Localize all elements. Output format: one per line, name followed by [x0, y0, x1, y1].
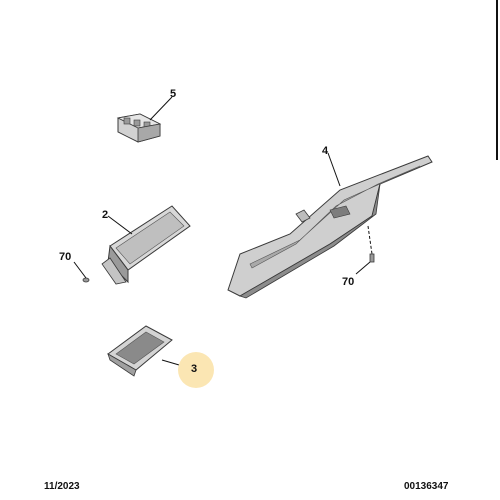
page-edge-line: [496, 0, 498, 160]
callout-4: 4: [322, 145, 329, 157]
callout-70-left: 70: [59, 251, 72, 263]
leader-line-5: [149, 96, 173, 121]
leader-line-70-left: [73, 261, 87, 279]
part-2-panel: [101, 205, 191, 285]
part-5-clip: [116, 113, 162, 143]
screw-70-right: [369, 253, 375, 263]
footer-date: 11/2023: [44, 481, 80, 492]
callout-70-right: 70: [342, 276, 355, 288]
callout-3-highlight: [178, 352, 214, 388]
callout-5: 5: [170, 88, 177, 100]
callout-3: 3: [191, 363, 198, 375]
footer-reference: 00136347: [404, 481, 449, 492]
leader-line-70-right: [355, 261, 371, 275]
part-3-tray: [107, 325, 173, 377]
screw-70-left: [82, 277, 90, 283]
leader-line-2: [107, 215, 133, 235]
part-4-lid: [227, 155, 433, 299]
callout-2: 2: [102, 209, 109, 221]
dashed-fixing-line: [367, 225, 373, 255]
leader-line-4: [327, 152, 341, 187]
